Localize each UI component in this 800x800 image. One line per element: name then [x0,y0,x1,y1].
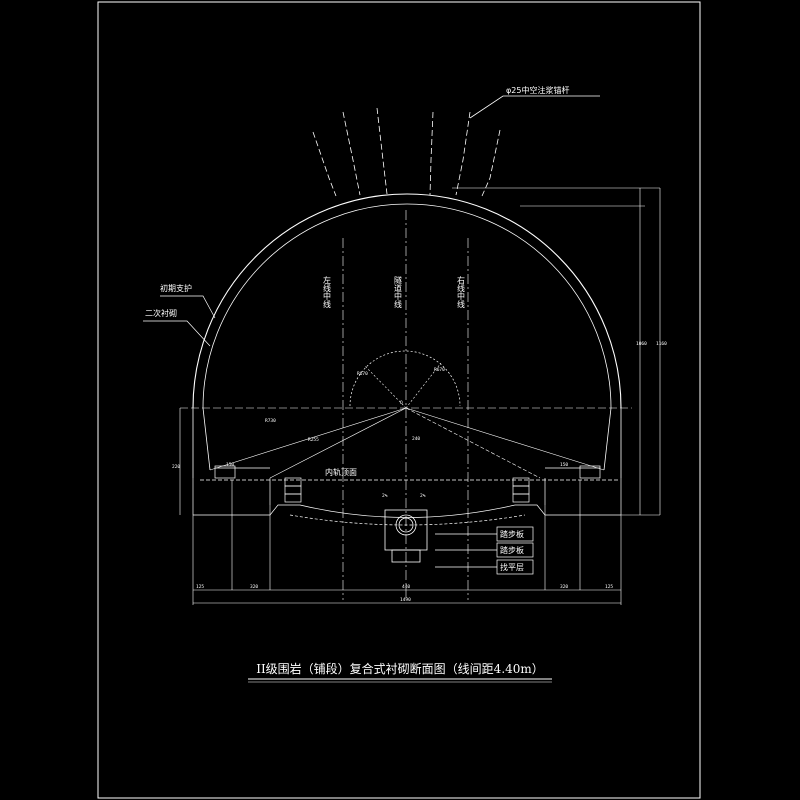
walkway-2-label: 踏步板 [500,545,524,555]
walkway-1-label: 踏步板 [500,529,524,539]
center-lines [342,210,469,600]
dim-center-h: 240 [412,436,420,442]
primary-support-label: 初期支护 [160,283,192,293]
dim-overall-width: 1490 [400,597,411,603]
radius-main-label: R730 [265,418,276,424]
primary-support-leader [160,295,216,319]
dim-height-total: 1160 [656,341,667,347]
inner-arch [202,203,612,409]
arch-lines [192,193,622,478]
drawing-frame [97,1,701,799]
slope-left-label: 2% [382,493,388,499]
outer-arch [192,193,622,409]
radius-inner-label: R255 [308,437,319,443]
left-center-label: 左线中线 [323,275,332,308]
anchor-leader [469,95,600,119]
anchor-bolts [312,107,501,197]
bottom-dimensions [193,589,621,604]
anchor-label: φ25中空注浆锚杆 [506,85,569,95]
inner-circle-arc [349,350,461,407]
drawing-title: II级围岩（铺段）复合式衬砌断面图（线间距4.40m） [256,661,544,676]
right-wall [603,407,622,478]
tunnel-center-label: 隧道中线 [394,275,403,308]
dim-right-side: 320 [560,584,568,590]
dim-left-edge: 125 [196,584,204,590]
slope-right-label: 2% [420,493,426,499]
left-wall [192,407,211,478]
dim-left-side: 320 [250,584,258,590]
drain-pipe [384,509,428,563]
legend-boxes [435,526,534,575]
dim-center-width: 440 [402,584,410,590]
radius-lines [209,362,605,479]
center-point-label: O [400,400,403,406]
right-dimensions [452,187,661,516]
dim-side-height: 220 [172,464,180,470]
dim-base-right: 150 [560,462,568,468]
dim-right-edge: 125 [605,584,613,590]
secondary-lining-label: 二次衬砌 [145,308,177,318]
invert [192,465,622,526]
inner-contour-label: 内轨顶面 [325,467,357,477]
right-center-label: 右线中线 [457,275,466,308]
radius-left-label: R670 [357,371,368,377]
secondary-lining-leader [143,320,211,347]
dim-vault-height: 1060 [636,341,647,347]
leveling-label: 找平层 [500,562,524,572]
dim-base-left: 150 [226,462,234,468]
radius-right-label: R670 [434,367,445,373]
